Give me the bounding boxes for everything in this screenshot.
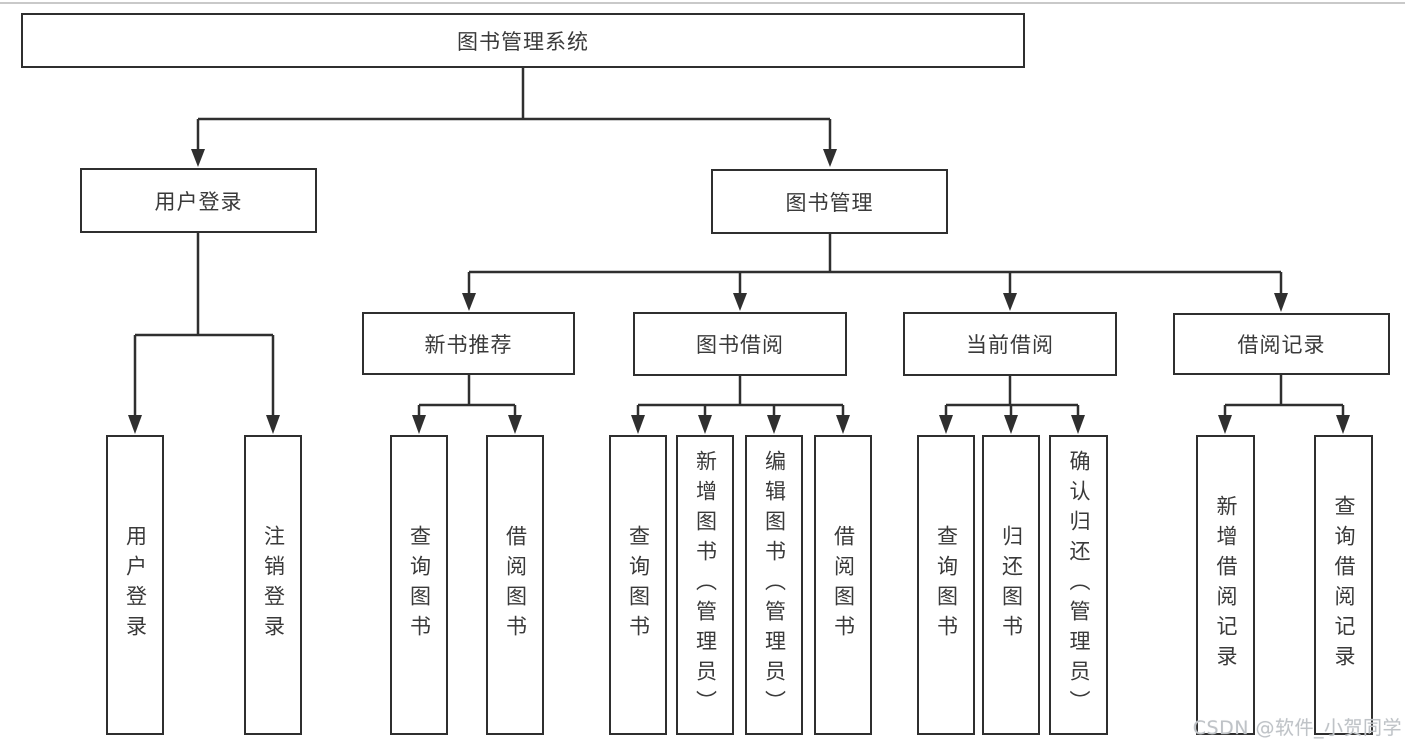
leaf-logout: 注销登录 — [244, 435, 302, 735]
leaf-confirm-return-admin: 确认归还（管理员） — [1049, 435, 1108, 735]
leaf-borrow-books-recommend: 借阅图书 — [486, 435, 544, 735]
csdn-watermark: CSDN @软件_小贺同学 — [1192, 717, 1402, 739]
node-current-borrowing: 当前借阅 — [903, 312, 1117, 376]
arrowhead-icons — [128, 149, 1350, 434]
leaf-edit-books-admin: 编辑图书（管理员） — [745, 435, 803, 735]
leaf-query-borrow-record: 查询借阅记录 — [1314, 435, 1373, 735]
leaf-add-books-admin: 新增图书（管理员） — [676, 435, 734, 735]
leaf-query-books-borrow: 查询图书 — [609, 435, 667, 735]
leaf-return-books: 归还图书 — [982, 435, 1040, 735]
node-book-management: 图书管理 — [711, 169, 948, 234]
connector-strokes — [133, 68, 1345, 417]
node-new-book-recommendation: 新书推荐 — [362, 312, 575, 375]
node-user-login: 用户登录 — [80, 168, 317, 233]
node-library-management-system: 图书管理系统 — [21, 13, 1025, 68]
leaf-user-login: 用户登录 — [106, 435, 164, 735]
top-border-rule — [0, 2, 1405, 4]
node-book-borrowing: 图书借阅 — [633, 312, 847, 376]
leaf-query-books-recommend: 查询图书 — [390, 435, 448, 735]
leaf-borrow-books: 借阅图书 — [814, 435, 872, 735]
node-borrowing-records: 借阅记录 — [1173, 313, 1390, 375]
leaf-query-books-current: 查询图书 — [917, 435, 975, 735]
leaf-add-borrow-record: 新增借阅记录 — [1196, 435, 1255, 735]
